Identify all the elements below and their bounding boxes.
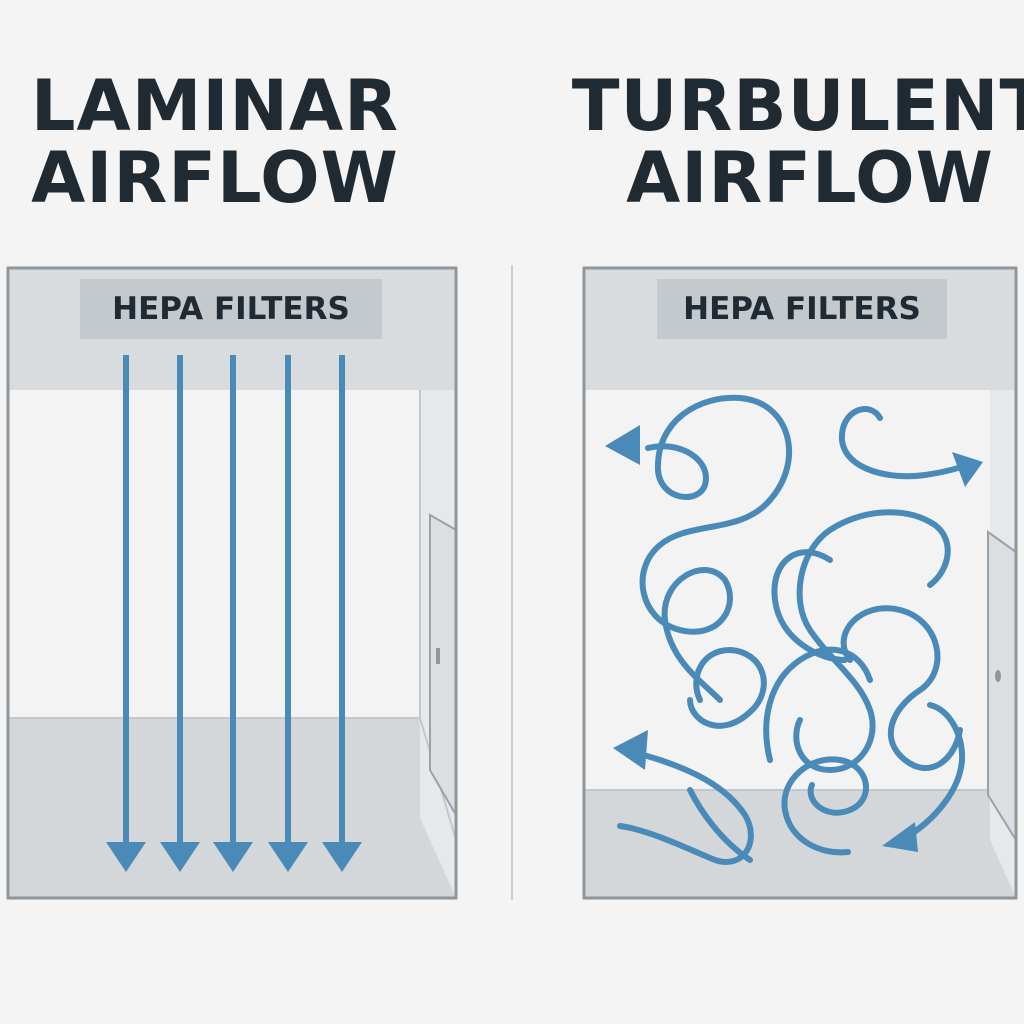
turbulent-title-line1: TURBULENT [571, 65, 1024, 147]
turbulent-frame [582, 266, 1018, 900]
turbulent-arrowheads [605, 425, 983, 852]
turbulent-floor [584, 790, 1016, 898]
laminar-arrowhead-4 [268, 842, 308, 872]
turbulent-arrowhead-upright [952, 452, 983, 487]
laminar-door-handle [436, 648, 440, 664]
turbulent-title-line2: AIRFLOW [626, 137, 994, 219]
turbulent-swirl-11 [902, 702, 966, 841]
laminar-frame [6, 266, 458, 900]
turbulent-swirl-1 [639, 394, 793, 703]
laminar-hepa-filter: HEPA FILTERS [80, 279, 382, 339]
turbulent-airflow [617, 394, 971, 865]
laminar-title-line2: AIRFLOW [31, 137, 399, 219]
laminar-airflow [123, 355, 345, 845]
turbulent-title: TURBULENT AIRFLOW [560, 70, 1024, 214]
turbulent-swirl-7 [771, 549, 848, 663]
center-divider [511, 265, 513, 900]
turbulent-swirl-2 [838, 406, 971, 480]
turbulent-swirl-8 [617, 747, 754, 865]
laminar-title-line1: LAMINAR [30, 65, 400, 147]
turbulent-swirl-10 [781, 756, 869, 856]
turbulent-swirl-4 [840, 605, 963, 772]
laminar-arrowhead-5 [322, 842, 362, 872]
laminar-title: LAMINAR AIRFLOW [0, 70, 430, 214]
turbulent-arrowhead-lowleft [613, 730, 648, 770]
turbulent-swirl-6 [687, 646, 767, 729]
laminar-arrowheads [106, 842, 362, 872]
turbulent-swirl-5 [763, 646, 873, 763]
laminar-arrowhead-2 [160, 842, 200, 872]
laminar-arrowhead-3 [213, 842, 253, 872]
turbulent-hepa-filter: HEPA FILTERS [657, 279, 947, 339]
turbulent-swirl-9 [687, 787, 753, 863]
turbulent-arrowhead-lowright [882, 822, 918, 852]
turbulent-door-handle [995, 670, 1001, 682]
turbulent-arrowhead-upleft [605, 425, 640, 465]
turbulent-door [987, 530, 1017, 844]
laminar-arrowhead-1 [106, 842, 146, 872]
turbulent-swirl-3 [793, 509, 951, 774]
